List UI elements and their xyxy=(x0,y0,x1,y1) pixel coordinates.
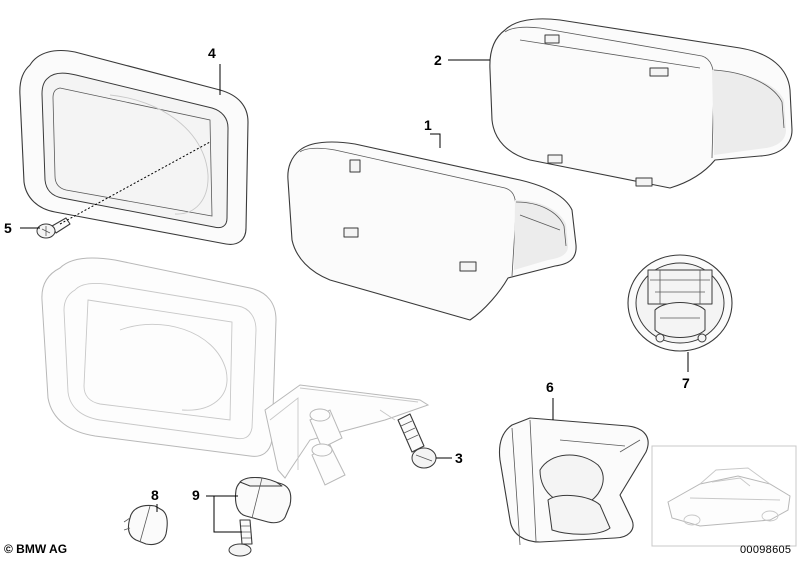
callout-2: 2 xyxy=(434,52,442,68)
part-3-bolt[interactable] xyxy=(397,413,437,469)
part-4-mirror-frame[interactable] xyxy=(19,49,249,245)
part-6-mirror-base[interactable] xyxy=(498,417,649,546)
callout-9: 9 xyxy=(192,487,200,503)
part-5-screw[interactable] xyxy=(36,217,71,239)
vehicle-inset xyxy=(651,445,797,547)
mirror-assembly-outline xyxy=(41,257,430,486)
part-8-socket[interactable] xyxy=(123,504,168,546)
part-7-mirror-motor[interactable] xyxy=(627,254,733,352)
callout-labels: 1 2 3 4 5 6 7 8 9 xyxy=(4,45,690,503)
part-1-mirror-cap[interactable] xyxy=(287,141,577,321)
part-2-outer-housing[interactable] xyxy=(489,18,793,189)
callout-5: 5 xyxy=(4,220,12,236)
callout-1: 1 xyxy=(424,117,432,133)
callout-3: 3 xyxy=(455,450,463,466)
callout-8: 8 xyxy=(151,487,159,503)
leader-lines xyxy=(20,59,689,533)
diagram-code: 00098605 xyxy=(740,544,791,556)
part-9-cover-and-screw[interactable] xyxy=(228,476,292,557)
callout-6: 6 xyxy=(546,379,554,395)
callout-4: 4 xyxy=(208,45,216,61)
copyright-text: © BMW AG xyxy=(4,542,67,556)
callout-7: 7 xyxy=(682,375,690,391)
